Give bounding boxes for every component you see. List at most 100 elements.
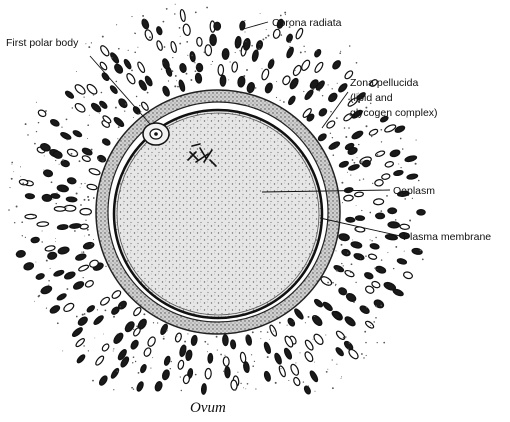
corona-speck xyxy=(341,263,342,264)
corona-speck xyxy=(76,193,78,195)
corona-speck xyxy=(254,361,255,362)
corona-speck xyxy=(88,350,89,351)
corona-cell xyxy=(359,304,371,315)
corona-speck xyxy=(190,79,192,81)
corona-speck xyxy=(87,124,89,126)
corona-cell xyxy=(78,264,89,272)
corona-speck xyxy=(55,160,56,161)
corona-cell xyxy=(218,65,224,76)
corona-speck xyxy=(36,131,37,132)
corona-cell xyxy=(269,324,278,337)
corona-speck xyxy=(316,50,317,51)
corona-cell xyxy=(69,223,81,229)
corona-speck xyxy=(147,92,149,94)
corona-cell xyxy=(351,130,364,141)
corona-cell xyxy=(318,107,328,117)
corona-speck xyxy=(341,182,343,184)
corona-speck xyxy=(381,259,382,260)
corona-speck xyxy=(230,61,231,62)
corona-speck xyxy=(14,222,15,223)
corona-speck xyxy=(246,69,248,71)
corona-speck xyxy=(327,282,329,284)
corona-speck xyxy=(71,153,73,155)
corona-speck xyxy=(97,158,99,160)
corona-cell xyxy=(311,314,324,327)
corona-speck xyxy=(380,129,382,131)
corona-cell xyxy=(205,368,212,379)
corona-cell xyxy=(177,360,184,370)
corona-cell xyxy=(231,62,238,73)
corona-speck xyxy=(103,334,104,335)
corona-speck xyxy=(265,37,267,39)
corona-cell xyxy=(141,18,150,29)
corona-speck xyxy=(48,285,49,286)
corona-speck xyxy=(260,331,261,332)
corona-cell xyxy=(23,262,34,271)
corona-speck xyxy=(347,253,348,254)
label-first-polar-body: First polar body xyxy=(6,37,79,49)
corona-cell xyxy=(403,271,413,280)
corona-cell xyxy=(174,332,182,342)
corona-speck xyxy=(44,155,45,156)
corona-speck xyxy=(348,127,350,129)
corona-speck xyxy=(336,117,338,119)
corona-speck xyxy=(275,382,277,384)
corona-speck xyxy=(375,305,377,307)
corona-speck xyxy=(85,43,86,44)
corona-speck xyxy=(133,117,134,118)
corona-cell xyxy=(53,269,64,277)
corona-speck xyxy=(350,175,351,176)
corona-speck xyxy=(287,325,288,326)
corona-speck xyxy=(328,84,329,85)
corona-speck xyxy=(55,241,56,242)
corona-cell xyxy=(94,355,105,366)
corona-speck xyxy=(81,183,82,184)
corona-speck xyxy=(295,362,296,363)
corona-speck xyxy=(38,295,40,297)
corona-speck xyxy=(332,387,334,389)
corona-cell xyxy=(57,184,69,192)
corona-speck xyxy=(81,252,82,253)
corona-cell xyxy=(283,347,293,360)
corona-speck xyxy=(66,119,68,121)
corona-cell xyxy=(132,105,141,115)
corona-cell xyxy=(62,302,75,313)
corona-speck xyxy=(144,19,145,20)
corona-speck xyxy=(416,140,417,141)
corona-speck xyxy=(136,96,137,97)
corona-speck xyxy=(228,79,229,80)
corona-speck xyxy=(326,371,328,373)
corona-speck xyxy=(269,339,270,340)
corona-cell xyxy=(375,150,385,157)
corona-speck xyxy=(294,70,296,72)
corona-cell xyxy=(81,147,93,156)
corona-speck xyxy=(174,13,175,14)
corona-speck xyxy=(377,154,378,155)
corona-cell xyxy=(60,131,72,140)
corona-cell xyxy=(156,26,163,35)
corona-cell xyxy=(125,72,136,85)
corona-speck xyxy=(42,231,43,232)
corona-cell xyxy=(373,298,385,309)
corona-cell xyxy=(54,207,65,212)
corona-cell xyxy=(76,354,86,364)
corona-speck xyxy=(243,75,245,77)
corona-speck xyxy=(74,230,76,232)
corona-speck xyxy=(244,20,245,21)
corona-cell xyxy=(117,97,128,109)
corona-speck xyxy=(336,364,337,365)
corona-speck xyxy=(40,291,41,292)
corona-cell xyxy=(88,167,100,175)
corona-speck xyxy=(280,100,281,101)
corona-speck xyxy=(359,179,360,180)
corona-cell xyxy=(35,273,45,281)
corona-cell xyxy=(317,133,327,143)
corona-speck xyxy=(46,260,48,262)
corona-cell xyxy=(49,118,60,127)
corona-speck xyxy=(369,212,371,214)
corona-speck xyxy=(345,136,347,138)
corona-speck xyxy=(300,51,302,53)
corona-speck xyxy=(341,244,343,246)
corona-cell xyxy=(64,90,74,99)
corona-speck xyxy=(45,110,47,112)
